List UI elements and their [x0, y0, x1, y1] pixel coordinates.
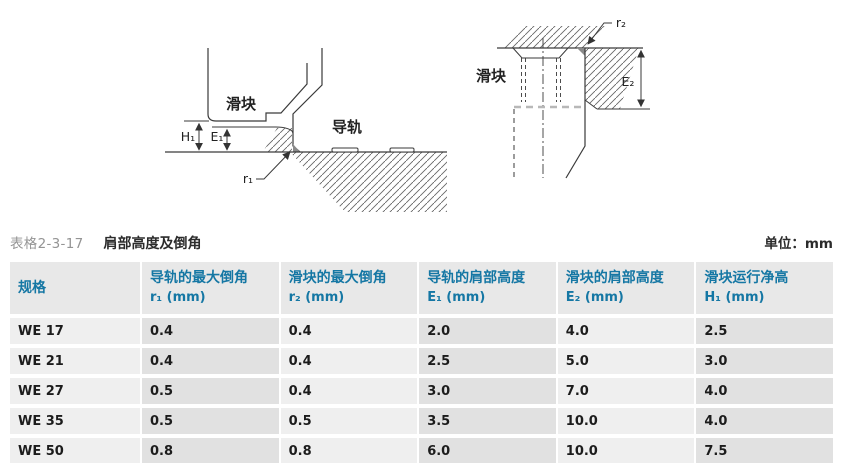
technical-diagrams: 滑块 导轨 H₁ E₁ r₁	[165, 15, 650, 212]
left-diagram-labels: 滑块 导轨 H₁ E₁ r₁	[181, 95, 362, 186]
column-header-sub: H₁ (mm)	[704, 290, 765, 306]
cell-h1: 2.5	[696, 318, 833, 344]
cell-spec: WE 21	[10, 348, 140, 374]
left-rail-label: 导轨	[332, 118, 362, 136]
cell-spec: WE 27	[10, 378, 140, 404]
cell-r2: 0.4	[280, 348, 418, 374]
column-header-e1: 导轨的肩部高度 E₁ (mm)	[419, 262, 556, 314]
right-diagram	[497, 22, 650, 181]
r1-dim-label: r₁	[243, 171, 253, 186]
table-row: WE 50 0.8 0.8 6.0 10.0 7.5	[10, 438, 833, 463]
left-slider-label: 滑块	[226, 95, 257, 113]
column-header-label: 滑块运行净高	[704, 270, 789, 287]
table-row: WE 21 0.4 0.4 2.5 5.0 3.0	[10, 348, 833, 374]
cell-h1: 4.0	[696, 408, 833, 434]
cell-e1: 6.0	[419, 438, 556, 463]
cell-spec: WE 35	[10, 408, 140, 434]
side-hatch	[585, 48, 639, 109]
r2-leader-line	[587, 22, 612, 45]
bed-hatch	[290, 152, 447, 212]
r2-dim-label: r₂	[616, 15, 626, 30]
table-row: WE 27 0.5 0.4 3.0 7.0 4.0	[10, 378, 833, 404]
table-caption: 表格2-3-17 肩部高度及倒角 单位：mm	[10, 232, 833, 258]
cell-h1: 7.5	[696, 438, 833, 463]
column-header-e2: 滑块的肩部高度 E₂ (mm)	[557, 262, 695, 314]
column-header-spec: 规格	[10, 262, 140, 314]
e1-dim-label: E₁	[211, 129, 224, 144]
cell-e2: 5.0	[557, 348, 695, 374]
r1-leader-line	[256, 151, 291, 180]
screw-hidden-lines	[521, 58, 561, 102]
slider-outline	[207, 48, 308, 122]
table-row: WE 35 0.5 0.5 3.5 10.0 4.0	[10, 408, 833, 434]
table-row: WE 17 0.4 0.4 2.0 4.0 2.5	[10, 318, 833, 344]
slider-right-edge	[565, 48, 586, 179]
cell-r1: 0.5	[142, 408, 279, 434]
countersink	[512, 47, 569, 59]
cell-r1: 0.5	[142, 378, 279, 404]
cell-h1: 4.0	[696, 378, 833, 404]
table-number: 表格2-3-17	[10, 236, 84, 252]
cell-e2: 10.0	[557, 408, 695, 434]
r2-chamfer	[577, 48, 585, 56]
e2-dim-label: E₂	[622, 74, 635, 89]
column-header-label: 导轨的肩部高度	[427, 270, 526, 287]
column-header-label: 规格	[18, 279, 46, 296]
base-pad	[331, 147, 359, 153]
cell-r1: 0.8	[142, 438, 279, 463]
column-header-sub: E₁ (mm)	[427, 290, 486, 306]
cell-r2: 0.5	[280, 408, 418, 434]
column-header-sub: E₂ (mm)	[565, 290, 624, 306]
cell-e2: 7.0	[557, 378, 695, 404]
column-header-r2: 滑块的最大倒角 r₂ (mm)	[280, 262, 418, 314]
shoulder-height-table: 规格 导轨的最大倒角 r₁ (mm) 滑块的最大倒角 r₂ (mm) 导轨的肩部…	[8, 258, 835, 463]
cell-r2: 0.4	[280, 378, 418, 404]
table-title: 肩部高度及倒角	[103, 236, 202, 252]
shoulder-line	[212, 126, 294, 134]
column-header-label: 滑块的肩部高度	[565, 270, 664, 287]
cell-e2: 10.0	[557, 438, 695, 463]
cell-e1: 2.5	[419, 348, 556, 374]
base-pad	[389, 147, 415, 153]
cell-h1: 3.0	[696, 348, 833, 374]
cell-e1: 2.0	[419, 318, 556, 344]
shoulder-hatch	[263, 128, 292, 152]
column-header-label: 滑块的最大倒角	[288, 270, 387, 287]
wall-corner-line	[584, 99, 598, 110]
column-header-r1: 导轨的最大倒角 r₁ (mm)	[142, 262, 279, 314]
cell-e1: 3.5	[419, 408, 556, 434]
unit-label: 单位：mm	[764, 236, 833, 252]
cell-spec: WE 50	[10, 438, 140, 463]
column-header-label: 导轨的最大倒角	[150, 270, 248, 287]
column-header-sub: r₁ (mm)	[150, 290, 206, 306]
top-hatch	[500, 26, 609, 48]
cell-spec: WE 17	[10, 318, 140, 344]
header-row: 规格 导轨的最大倒角 r₁ (mm) 滑块的最大倒角 r₂ (mm) 导轨的肩部…	[10, 262, 833, 314]
cell-e2: 4.0	[557, 318, 695, 344]
column-header-sub: r₂ (mm)	[288, 290, 345, 306]
r1-chamfer	[293, 144, 300, 152]
h1-dim-label: H₁	[181, 129, 195, 144]
column-header-h1: 滑块运行净高 H₁ (mm)	[696, 262, 833, 314]
cell-e1: 3.0	[419, 378, 556, 404]
cell-r2: 0.8	[280, 438, 418, 463]
right-slider-label: 滑块	[476, 67, 507, 85]
right-diagram-labels: 滑块 E₂ r₂	[476, 15, 634, 89]
cell-r1: 0.4	[142, 318, 279, 344]
cell-r2: 0.4	[280, 318, 418, 344]
left-diagram	[165, 48, 447, 212]
cell-r1: 0.4	[142, 348, 279, 374]
